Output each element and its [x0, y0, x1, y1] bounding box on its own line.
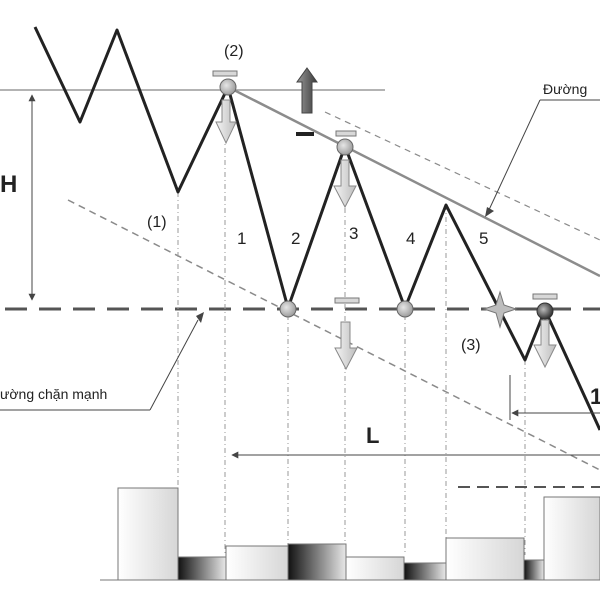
label-seg-2: 2 [291, 229, 300, 248]
peak-dot-point-2 [219, 78, 237, 96]
label-length: L [366, 423, 379, 448]
label-seg-5: 5 [479, 229, 488, 248]
support-touch-dot [279, 300, 297, 318]
down-arrow-icon [212, 70, 238, 145]
breakout-star-icon [482, 290, 518, 329]
volume-bar [345, 556, 405, 581]
support-callout-arrowhead [196, 312, 204, 323]
volume-bar [225, 545, 289, 581]
upper-dashed-line [324, 111, 600, 241]
volume-bar [543, 496, 600, 581]
volume-bar [445, 537, 525, 581]
label-point-1: (1) [147, 214, 167, 231]
volume-bar [523, 559, 545, 581]
label-seg-1: 1 [237, 229, 246, 248]
callout-trendline: Đường [543, 81, 587, 97]
price-zigzag [33, 26, 600, 431]
down-arrow-icon [334, 297, 360, 371]
descending-trendline [227, 85, 600, 278]
volume-bars [117, 487, 600, 581]
label-seg-3: 3 [349, 224, 358, 243]
trendline-callout-leader [487, 99, 541, 213]
support-callout-leader [149, 319, 199, 411]
volume-bar [403, 562, 447, 581]
label-point-2: (2) [224, 43, 244, 60]
label-seg-4: 4 [406, 229, 415, 248]
trendline-callout-arrowhead [485, 207, 494, 217]
label-point-3: (3) [461, 337, 481, 354]
label-right-edge: 1 [590, 384, 600, 409]
down-arrow-icon [532, 293, 558, 369]
volume-bar [117, 487, 179, 581]
support-touch-dot [396, 300, 414, 318]
callout-support: ường chặn mạnh [0, 386, 107, 402]
lower-dashed-line [67, 199, 600, 471]
up-arrow-icon [296, 67, 318, 136]
peak-dot [336, 138, 354, 156]
down-arrow-icon [333, 130, 357, 209]
label-height: H [0, 171, 17, 198]
volume-bar [177, 556, 227, 581]
breakout-dot [536, 302, 554, 320]
volume-bar [287, 543, 347, 581]
